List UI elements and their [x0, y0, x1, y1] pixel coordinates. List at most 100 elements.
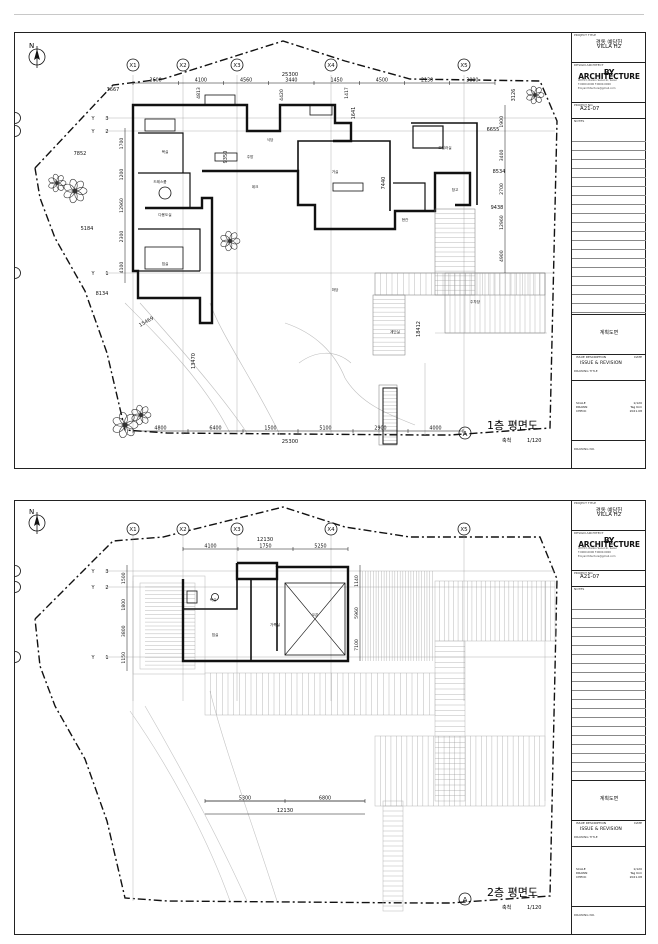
room-label: 오픈 [312, 613, 319, 617]
room-label: 식당 [267, 137, 274, 142]
site-boundary [34, 40, 558, 436]
grid-bubble [126, 58, 140, 72]
dimension-value: 1750 [259, 544, 271, 550]
tb-project: PROJECT TITLE 경동 예담헌 VILLA H2 [572, 501, 646, 531]
tb-drawn-label: DRAWN [576, 405, 588, 409]
grid-bubble [15, 651, 21, 663]
dimension-value: 3440 [285, 78, 297, 84]
dimension-value: 3126 [511, 89, 517, 102]
tb-firm-addr-3: E.byarchitecture@gmail.com [578, 555, 616, 558]
building-walls [181, 561, 350, 663]
dimension-value: 1150 [121, 652, 127, 664]
grid-label: X1 [129, 527, 136, 533]
tb-scale-label: SCALE [576, 401, 586, 405]
dimension-value: 1500 [121, 572, 127, 584]
plan-title: 2층 평면도 [487, 886, 538, 899]
plan-title: 1층 평면도 [487, 419, 538, 432]
dimension-value: 12960 [119, 198, 125, 213]
tb-notes: NOTES [572, 119, 646, 315]
building-walls [131, 94, 478, 325]
grid-label: Y3 [90, 116, 108, 122]
room-label: 창고 [452, 187, 459, 192]
grid-label: X4 [327, 527, 335, 533]
tb-project-en: VILLA H2 [596, 512, 622, 518]
tree-symbol [63, 178, 88, 204]
tb-scale-value: 1/120 [633, 867, 642, 871]
dimension-value: 9350 [223, 151, 229, 164]
tb-project-no-value: A21-07 [580, 574, 600, 580]
room-label: 거실 [332, 169, 339, 174]
north-arrow: N [28, 42, 46, 68]
grid-bubble [324, 522, 338, 536]
dimension-value: 6800 [319, 796, 331, 802]
dimension-value: 1700 [119, 138, 125, 150]
tb-firm: DESIGN ARCHITECT BY ARCHITECTURE #0703, … [572, 63, 646, 103]
dimension-value: 1800 [121, 599, 127, 611]
north-label: N [29, 42, 34, 50]
dimension-value: 5300 [239, 796, 251, 802]
grid-bubble [15, 267, 21, 279]
dimension-overall: 25300 [282, 72, 299, 78]
tb-date-value: 2021.08 [629, 875, 642, 879]
room-label: 침실 [212, 632, 219, 637]
dimension-value: 12960 [499, 215, 505, 230]
tb-drawing-no-label: DRAWING NO. [574, 447, 595, 451]
tb-firm-addr-3: E.byarchitecture@gmail.com [578, 87, 616, 90]
tb-project-en: VILLA H2 [596, 44, 622, 50]
dimension-value: 7852 [74, 151, 87, 157]
grid-bubble [15, 581, 21, 593]
scale-value: 1/120 [527, 905, 541, 911]
room-label: 계단실 [390, 329, 400, 334]
dimension-value: 3600 [150, 78, 162, 84]
dimension-value: 5184 [81, 226, 94, 232]
grid-bubble [324, 58, 338, 72]
tb-drawing-title-label: DRAWING TITLE [574, 835, 598, 839]
north-label: N [29, 508, 34, 516]
section-mark: A [463, 430, 468, 438]
dimension-value: 9438 [491, 205, 504, 211]
dimension-value: 8534 [493, 169, 506, 175]
grid-bubble [457, 522, 471, 536]
grid-label: X3 [233, 527, 241, 533]
grid-bubble [176, 58, 190, 72]
tb-firm-addr-1: #0703, Banbo Seoul-Si, Seoul [578, 79, 617, 82]
tb-drawing-no: DRAWING NO. [572, 441, 646, 468]
tb-drawn-value: Tag Kim [630, 405, 642, 409]
tb-firm-name: BY ARCHITECTURE [578, 536, 640, 549]
grid-bubble [15, 565, 21, 577]
ground-floor-underlay [129, 575, 556, 912]
room-label: 마당 [332, 287, 339, 292]
tb-project-kr: 경동 예담헌 [595, 40, 623, 46]
tb-stage: 계획도면 [572, 315, 646, 355]
section-mark: A [463, 896, 468, 904]
misc-dimensions: 3667785251848134935074401641665585349438… [74, 87, 517, 369]
tb-project-no-value: A21-07 [580, 106, 600, 112]
dimension-value: 1900 [499, 116, 505, 128]
scale-label: 축척 [502, 437, 511, 444]
room-label: 욕실 [210, 597, 217, 602]
grid-label: Y2 [90, 585, 108, 591]
dimension-value: 1450 [331, 78, 343, 84]
tb-stage-value: 계획도면 [599, 796, 619, 802]
plan-title-block: A 1층 평면도 축척 1/120 [458, 419, 541, 444]
tb-date-label: DATE [634, 821, 642, 825]
site-boundary [34, 506, 558, 904]
grid-bubble [230, 522, 244, 536]
dimension-value: 4100 [204, 544, 216, 550]
room-label: 데크 [252, 184, 259, 189]
dimension-value: 6655 [487, 127, 500, 133]
tb-drawn-value: Tag Kim [630, 871, 642, 875]
